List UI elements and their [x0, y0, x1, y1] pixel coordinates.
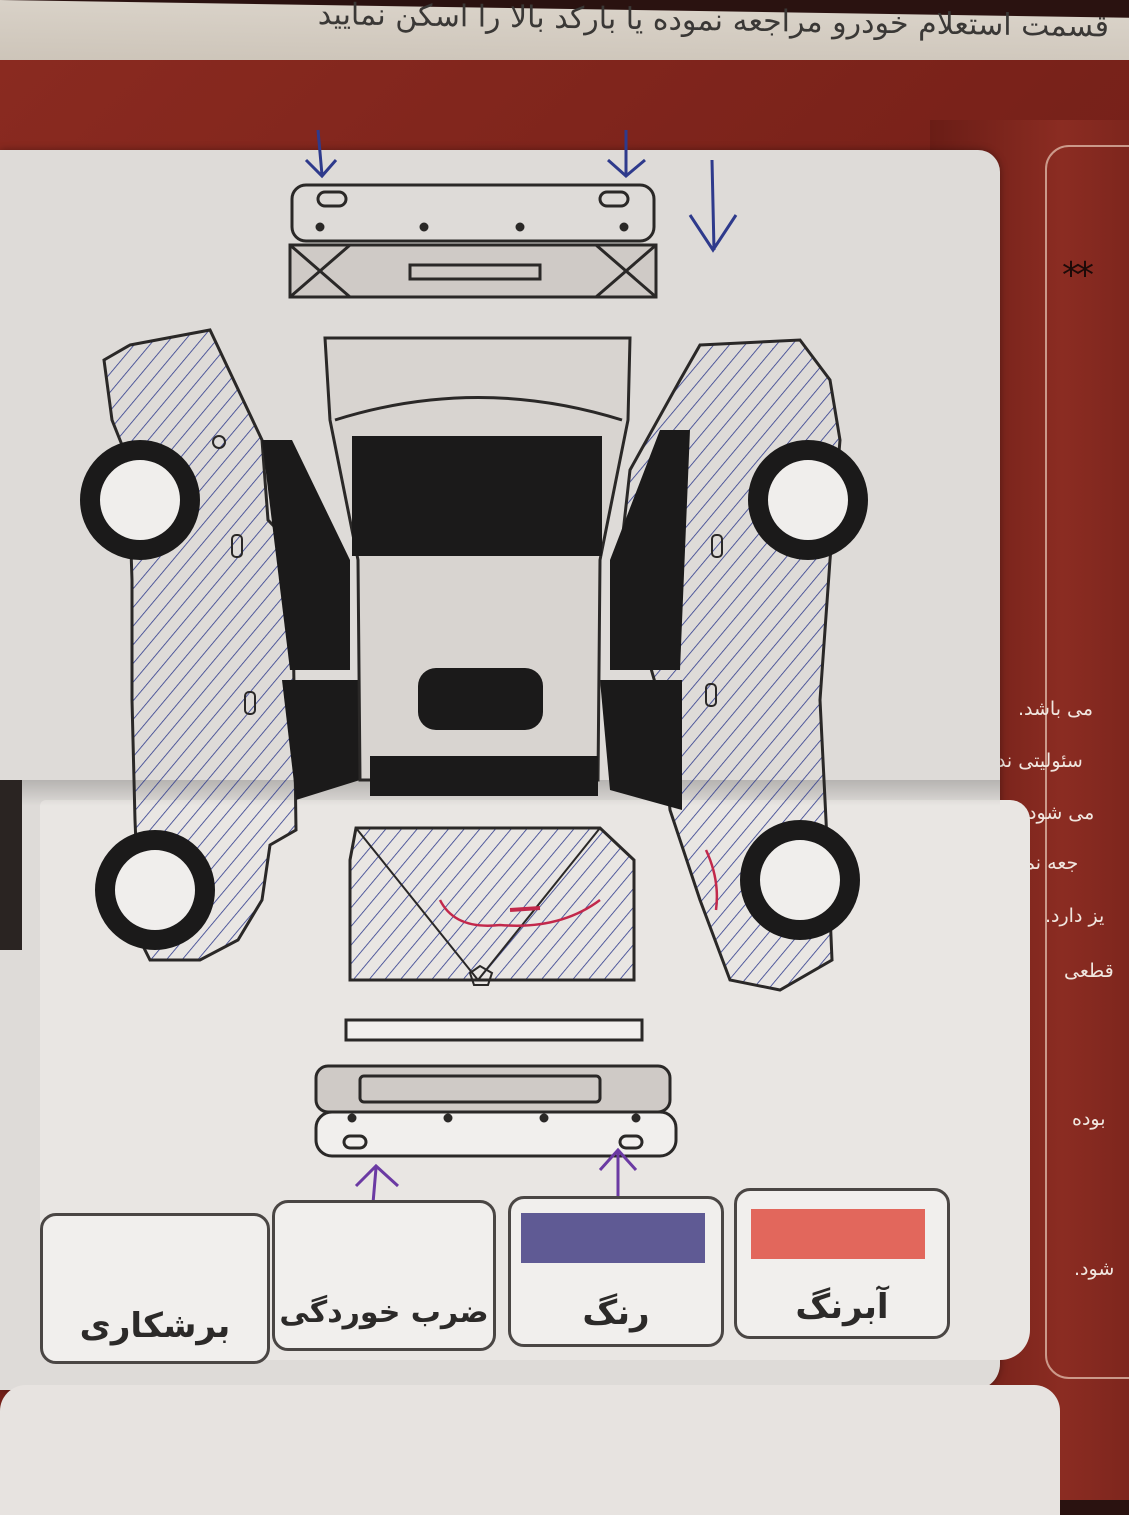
right-snippet: یز دارد. [1045, 905, 1105, 927]
legend-boresh: برشکاری [40, 1213, 270, 1364]
right-side-view [600, 338, 868, 992]
legend-rang: رنگ [508, 1196, 724, 1347]
right-page-frame [1045, 145, 1129, 1379]
roof-view [323, 336, 632, 796]
left-edge-shadow [0, 780, 22, 950]
rear-bumper [288, 183, 658, 299]
legend-label-boresh: برشکاری [79, 1306, 231, 1346]
right-snippet: شود. [1074, 1258, 1115, 1280]
right-snippet: قطعی [1064, 960, 1114, 982]
hood-view [348, 826, 719, 986]
legend-label-aberang: آبرنگ [795, 1287, 889, 1327]
right-snippet: می باشد. [1018, 698, 1094, 720]
right-snippet: بوده [1072, 1108, 1106, 1130]
right-snippet: می شود. [1022, 802, 1095, 824]
front-bumper [314, 1018, 678, 1158]
legend-swatch-aberang [751, 1209, 925, 1259]
legend-label-rang: رنگ [582, 1293, 650, 1333]
stars-marker: ** [1062, 255, 1094, 296]
legend-zarb: ضرب خوردگی [272, 1200, 496, 1351]
legend-label-zarb: ضرب خوردگی [279, 1295, 489, 1330]
legend-aberang: آبرنگ [734, 1188, 950, 1339]
bottom-card [0, 1385, 1060, 1515]
left-side-view [80, 328, 360, 962]
legend-swatch-rang [521, 1213, 705, 1263]
